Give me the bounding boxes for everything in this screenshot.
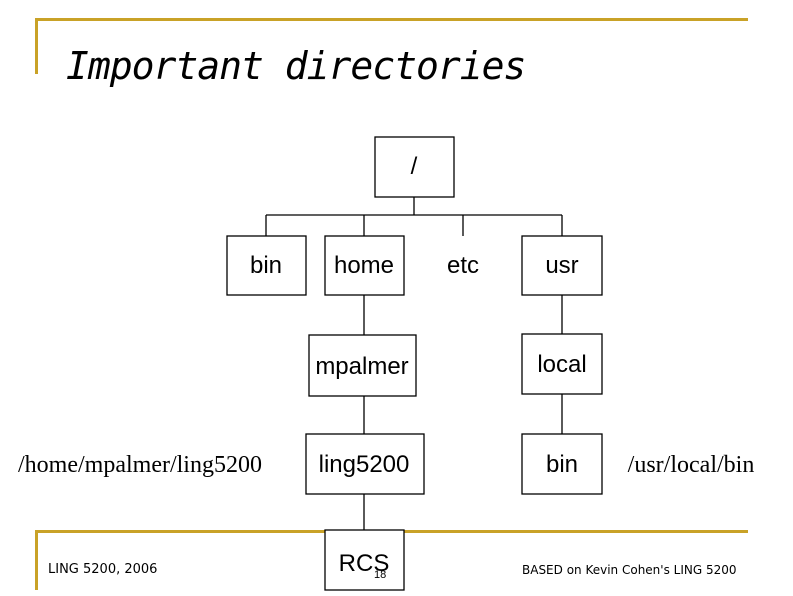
- page-number: 18: [374, 569, 387, 581]
- top-rule: [35, 18, 748, 21]
- tree-connectors: [265, 197, 563, 530]
- node-ling5200: [305, 433, 425, 495]
- node-usr-label: usr: [545, 252, 578, 279]
- right-bottom-rule: [404, 530, 748, 533]
- node-usr: [521, 235, 603, 296]
- left-bottom-rule: [35, 530, 38, 590]
- node-bin-label: bin: [250, 252, 282, 279]
- node-local-label: local: [537, 351, 586, 378]
- node-home: [324, 235, 405, 296]
- right-path-annotation: /usr/local/bin: [628, 452, 755, 478]
- left-path-annotation: /home/mpalmer/ling5200: [18, 452, 262, 478]
- footer-credit: BASED on Kevin Cohen's LING 5200: [522, 563, 737, 577]
- node-root-label: /: [411, 153, 418, 180]
- node-etc-label: etc: [447, 252, 479, 279]
- node-rcs: [324, 529, 405, 591]
- node-mpalmer: [308, 334, 417, 397]
- node-rcs-label: RCS: [339, 550, 390, 577]
- node-local-bin-label: bin: [546, 451, 578, 478]
- node-local-bin: [521, 433, 603, 495]
- slide-title: Important directories: [66, 44, 526, 88]
- node-local: [521, 333, 603, 395]
- node-home-label: home: [334, 252, 394, 279]
- node-mpalmer-label: mpalmer: [315, 353, 408, 380]
- node-bin: [226, 235, 307, 296]
- left-top-rule: [35, 18, 38, 74]
- footer-course: LING 5200, 2006: [48, 562, 158, 577]
- node-ling5200-label: ling5200: [319, 451, 410, 478]
- bottom-rule: [35, 530, 333, 533]
- node-root: [374, 136, 455, 198]
